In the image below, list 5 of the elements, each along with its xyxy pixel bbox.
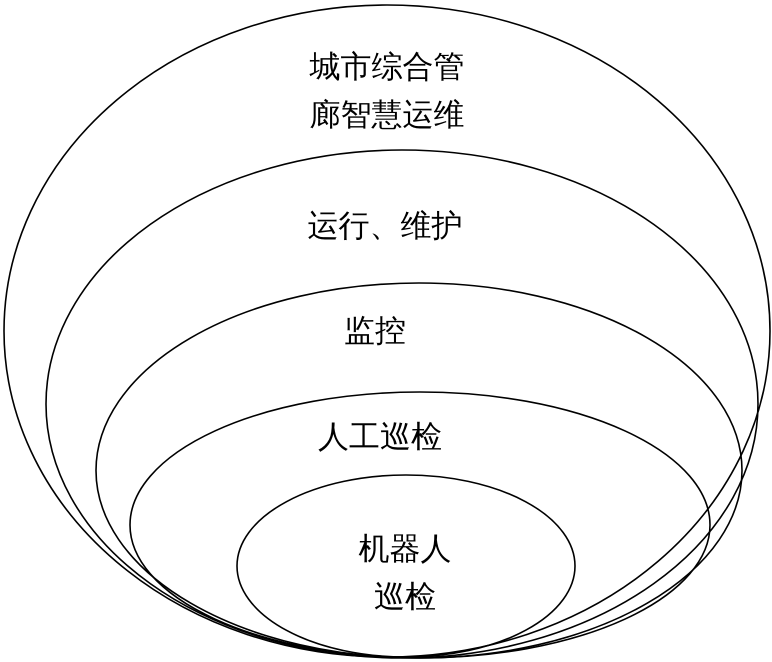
ellipse-label: 运行、维护 [306, 207, 464, 245]
ellipse-label: 监控 [343, 312, 407, 350]
ellipse-label: 城市综合管廊智慧运维 [308, 48, 466, 134]
ellipse-label: 人工巡检 [317, 418, 443, 456]
ellipse-label: 机器人巡检 [358, 530, 452, 616]
